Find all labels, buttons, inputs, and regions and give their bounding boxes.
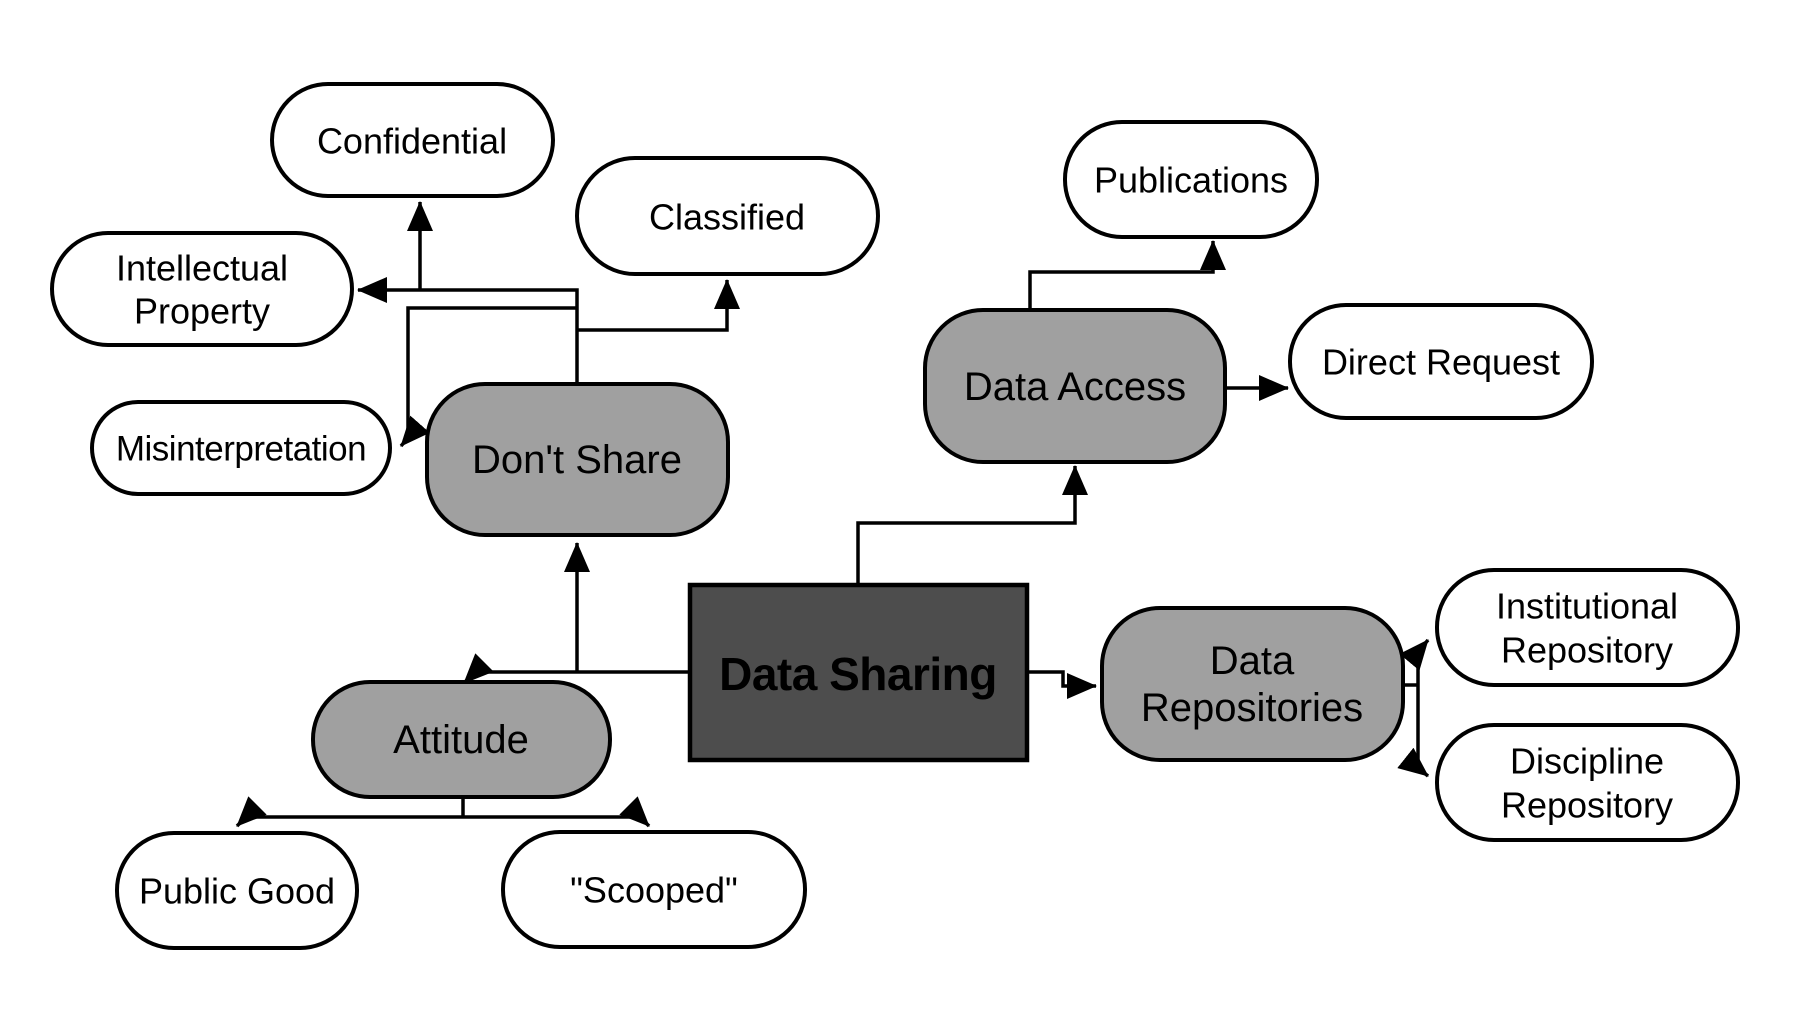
node-public-good-label: Public Good <box>139 871 335 912</box>
node-discipline-repository-label-line1: Discipline <box>1510 741 1664 782</box>
node-publications-label: Publications <box>1094 160 1288 201</box>
node-intellectual-property-shape <box>50 231 354 347</box>
edge-dont-share-to-misinterpretation <box>399 306 577 448</box>
node-public-good: Public Good <box>115 831 359 950</box>
edge-dont-share-to-intellectual-property <box>357 277 579 384</box>
edge-attitude-to-public-good <box>235 796 463 828</box>
node-attitude: Attitude <box>311 680 612 799</box>
node-direct-request-label: Direct Request <box>1322 342 1560 383</box>
node-discipline-repository: Discipline Repository <box>1435 723 1740 842</box>
node-data-repositories-label-line1: Data <box>1210 639 1295 683</box>
node-confidential: Confidential <box>270 82 555 198</box>
edge-data-sharing-to-data-access <box>856 465 1088 585</box>
node-attitude-label: Attitude <box>393 718 529 762</box>
node-confidential-label: Confidential <box>317 121 507 162</box>
node-dont-share-label: Don't Share <box>472 438 682 482</box>
node-classified-shape <box>575 156 880 276</box>
node-data-access-label: Data Access <box>964 365 1186 409</box>
edge-data-access-to-publications <box>1028 240 1226 310</box>
node-intellectual-property: Intellectual Property <box>50 231 354 347</box>
node-misinterpretation-label: Misinterpretation <box>116 430 366 469</box>
node-data-repositories-shape <box>1100 606 1405 762</box>
node-institutional-repository: Institutional Repository <box>1435 568 1740 687</box>
node-data-sharing: Data Sharing <box>687 582 1030 763</box>
node-dont-share: Don't Share <box>425 382 730 537</box>
node-institutional-repository-label-line1: Institutional <box>1496 586 1678 627</box>
node-discipline-repository-shape <box>1435 723 1740 842</box>
node-direct-request-shape <box>1288 303 1594 420</box>
node-scooped-label: "Scooped" <box>570 870 738 911</box>
node-publications-shape <box>1063 120 1319 239</box>
node-intellectual-property-label-line2: Property <box>134 291 270 332</box>
edge-data-sharing-to-data-repositories <box>1027 670 1097 699</box>
node-public-good-shape <box>115 831 359 950</box>
node-discipline-repository-label-line2: Repository <box>1501 785 1673 826</box>
node-misinterpretation-shape <box>90 400 392 496</box>
node-data-sharing-shape <box>687 582 1030 763</box>
edge-dont-share-to-classified <box>577 279 740 332</box>
node-data-sharing-label: Data Sharing <box>719 648 997 700</box>
edge-data-repositories-to-institutional-repository <box>1399 638 1430 685</box>
node-data-access-shape <box>923 308 1227 464</box>
node-intellectual-property-label-line1: Intellectual <box>116 248 288 289</box>
node-institutional-repository-label-line2: Repository <box>1501 630 1673 671</box>
node-data-access: Data Access <box>923 308 1227 464</box>
edge-layer <box>235 201 1430 828</box>
node-data-repositories: Data Repositories <box>1100 606 1405 762</box>
node-direct-request: Direct Request <box>1288 303 1594 420</box>
node-confidential-shape <box>270 82 555 198</box>
node-publications: Publications <box>1063 120 1319 239</box>
node-attitude-shape <box>311 680 612 799</box>
node-classified: Classified <box>575 156 880 276</box>
node-data-repositories-label-line2: Repositories <box>1141 686 1363 730</box>
node-misinterpretation: Misinterpretation <box>90 400 392 496</box>
node-scooped: "Scooped" <box>501 830 807 949</box>
node-classified-label: Classified <box>649 197 805 238</box>
edge-data-repositories-to-discipline-repository <box>1397 685 1430 778</box>
edge-attitude-to-scooped <box>463 796 651 828</box>
node-scooped-shape <box>501 830 807 949</box>
node-layer: Confidential Classified Intellectual Pro… <box>50 82 1740 950</box>
edge-data-sharing-to-attitude <box>462 653 690 685</box>
node-dont-share-shape <box>425 382 730 537</box>
node-institutional-repository-shape <box>1435 568 1740 687</box>
